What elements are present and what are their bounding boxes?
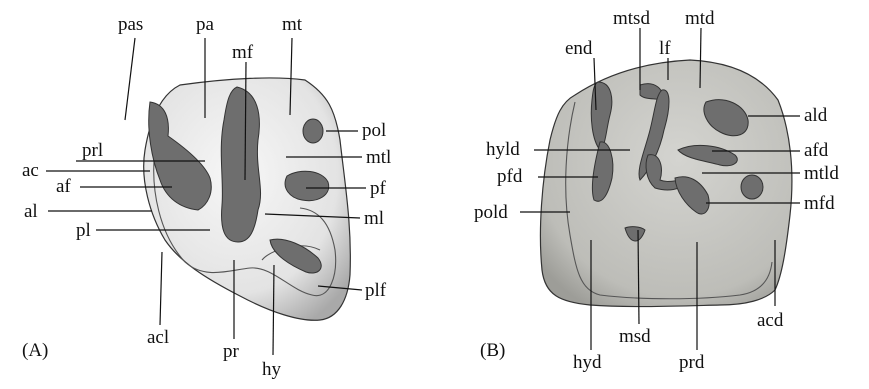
label-pfd: pfd xyxy=(497,166,523,187)
label-pold: pold xyxy=(474,202,508,223)
label-ac: ac xyxy=(22,160,39,181)
label-af: af xyxy=(56,176,71,197)
label-afd: afd xyxy=(804,140,829,161)
label-pa: pa xyxy=(196,14,215,35)
label-end: end xyxy=(565,38,593,59)
panel-a: pas pa mf mt pol prl mtl ac af pf al ml … xyxy=(22,14,391,380)
label-ald: ald xyxy=(804,105,828,126)
label-pf: pf xyxy=(370,178,387,199)
label-prl: prl xyxy=(82,140,103,161)
label-prd: prd xyxy=(679,352,705,373)
panel-label-b: (B) xyxy=(480,340,505,361)
panel-b: mtsd mtd end lf ald hyld afd pfd mtld po… xyxy=(474,8,839,373)
label-mf: mf xyxy=(232,42,254,63)
label-msd: msd xyxy=(619,326,651,347)
label-mtld: mtld xyxy=(804,163,839,184)
panel-label-a: (A) xyxy=(22,340,48,361)
label-hyld: hyld xyxy=(486,139,520,160)
tooth-b xyxy=(540,60,791,307)
label-mtsd: mtsd xyxy=(613,8,650,29)
label-lf: lf xyxy=(659,38,671,59)
label-acl: acl xyxy=(147,327,169,348)
label-pol: pol xyxy=(362,120,386,141)
label-pl: pl xyxy=(76,220,91,241)
label-mt: mt xyxy=(282,14,303,35)
label-ml: ml xyxy=(364,208,384,229)
tooth-a xyxy=(144,78,351,320)
label-mtd: mtd xyxy=(685,8,715,29)
label-hyd: hyd xyxy=(573,352,602,373)
label-plf: plf xyxy=(365,280,387,301)
label-pr: pr xyxy=(223,341,240,362)
label-mfd: mfd xyxy=(804,193,835,214)
label-hy: hy xyxy=(262,359,282,380)
label-pas: pas xyxy=(118,14,143,35)
label-acd: acd xyxy=(757,310,784,331)
label-al: al xyxy=(24,201,38,222)
label-mtl: mtl xyxy=(366,147,391,168)
